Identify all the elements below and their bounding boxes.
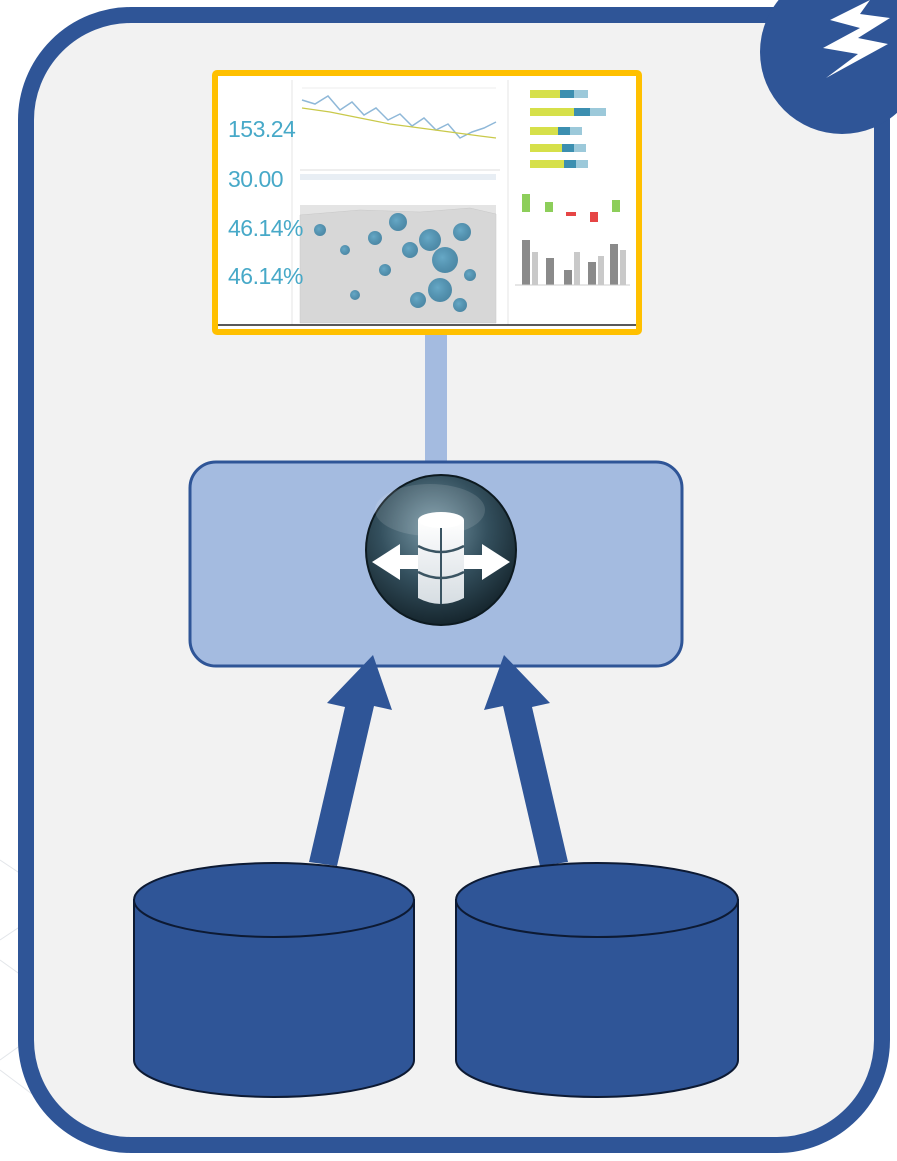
dashboard-bubble-map [299,205,497,324]
source-arrow-right [484,655,568,866]
database-right-icon [455,862,739,1098]
source-arrow-left [309,655,392,866]
database-left-icon [133,862,415,1098]
dashboard-line-chart [300,87,500,180]
dashboard-connector [425,332,447,464]
dashboard-kpi-3: 46.14% [228,215,304,241]
dashboard-column-chart [515,240,630,286]
dashboard-kpi-4: 46.14% [228,263,304,289]
dashboard-kpi-2: 30.00 [228,166,284,192]
dashboard-stacked-bars [530,90,606,168]
dashboard-thumbnail [212,70,642,335]
lightning-bolt-icon [760,0,897,134]
dashboard-kpi-1: 153.24 [228,116,296,142]
dashboard-variance-bars [522,194,620,222]
data-virtualization-icon [365,474,517,626]
